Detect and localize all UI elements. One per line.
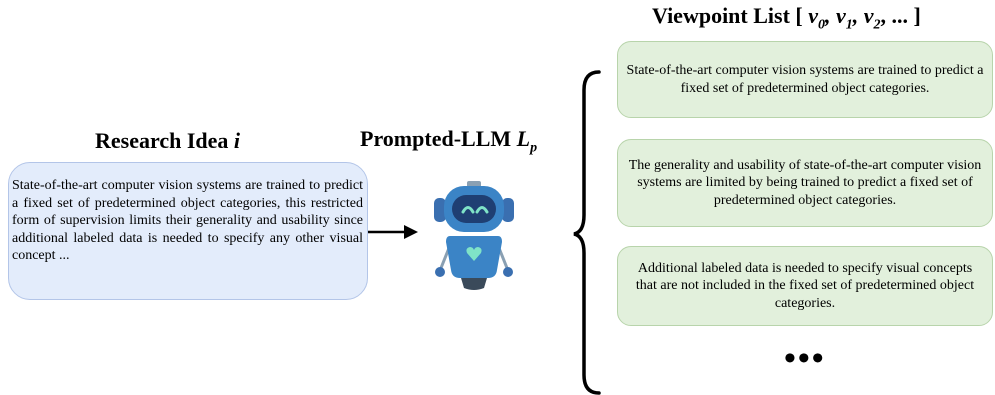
viewpoint-text-1: The generality and usability of state-of… bbox=[628, 157, 982, 208]
llm-variable-subscript: p bbox=[530, 140, 538, 156]
more-viewpoints-ellipsis: ••• bbox=[784, 340, 826, 377]
research-idea-title: Research Idea i bbox=[95, 128, 240, 154]
prompted-llm-title: Prompted-LLM Lp bbox=[360, 126, 537, 156]
viewpoint-text-2: Additional labeled data is needed to spe… bbox=[635, 260, 975, 311]
arrow-icon bbox=[368, 225, 418, 239]
prompted-llm-title-text: Prompted-LLM bbox=[360, 126, 517, 151]
viewpoint-box-0: State-of-the-art computer vision systems… bbox=[617, 41, 993, 118]
viewpoint-list-title: Viewpoint List [ v0, v1, v2, ... ] bbox=[652, 3, 921, 33]
llm-variable: L bbox=[516, 126, 531, 151]
research-idea-title-text: Research Idea bbox=[95, 128, 234, 153]
viewpoint-box-1: The generality and usability of state-of… bbox=[617, 139, 993, 227]
robot-icon bbox=[434, 181, 514, 290]
viewpoint-list-title-text: Viewpoint List [ bbox=[652, 3, 809, 28]
viewpoint-box-2: Additional labeled data is needed to spe… bbox=[617, 246, 993, 326]
viewpoint-text-0: State-of-the-art computer vision systems… bbox=[626, 63, 984, 96]
research-idea-box: State-of-the-art computer vision systems… bbox=[8, 162, 368, 300]
research-idea-text: State-of-the-art computer vision systems… bbox=[12, 178, 363, 263]
research-idea-variable: i bbox=[233, 128, 241, 153]
curly-brace bbox=[573, 70, 601, 395]
